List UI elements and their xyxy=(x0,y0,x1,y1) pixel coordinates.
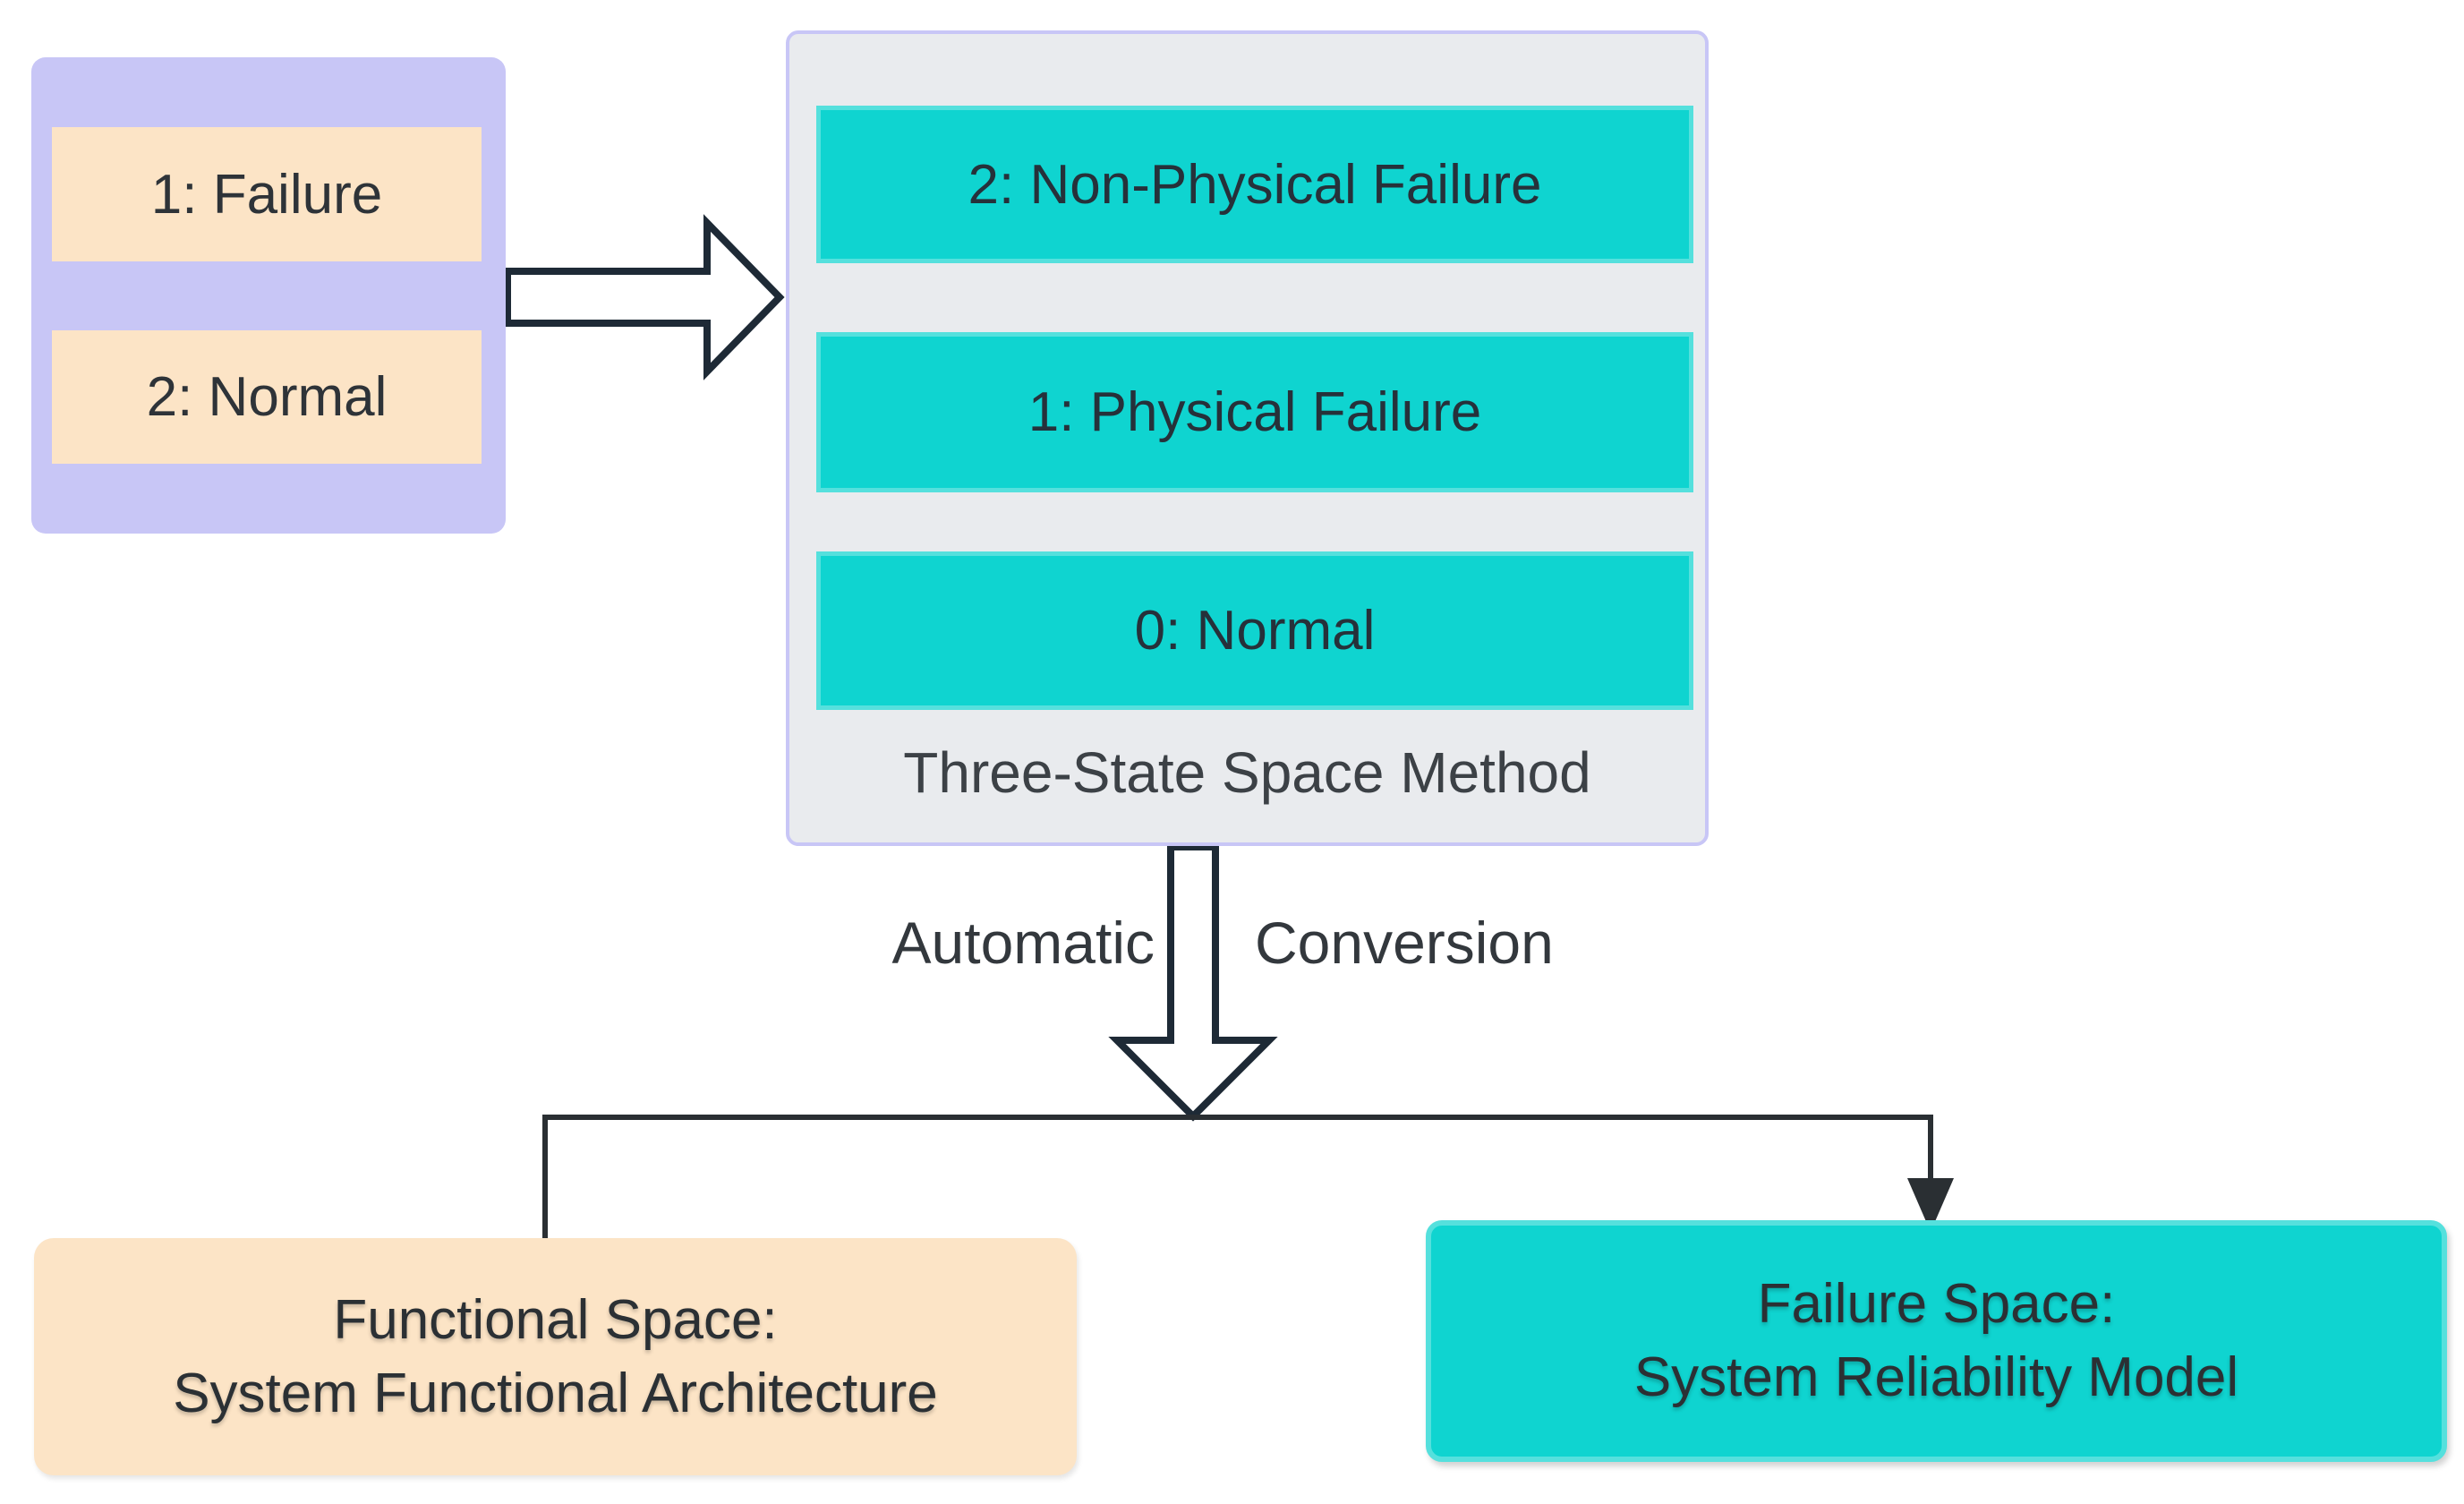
two-state-group: 1: Failure 2: Normal xyxy=(31,57,506,534)
branch-connector-line xyxy=(542,1115,1933,1240)
failure-space-line1: Failure Space: xyxy=(1757,1273,2116,1336)
state-normal-zero-label: 0: Normal xyxy=(1134,600,1376,662)
three-state-group: 2: Non-Physical Failure 1: Physical Fail… xyxy=(786,30,1709,846)
state-normal-label: 2: Normal xyxy=(146,366,388,428)
right-block-arrow-icon xyxy=(504,214,785,380)
functional-space-line1: Functional Space: xyxy=(333,1288,778,1351)
state-normal-box: 2: Normal xyxy=(52,330,482,464)
state-normal-zero-box: 0: Normal xyxy=(816,551,1693,710)
state-failure-label: 1: Failure xyxy=(150,163,383,226)
failure-space-box: Failure Space: System Reliability Model xyxy=(1426,1220,2447,1462)
failure-space-line2: System Reliability Model xyxy=(1633,1346,2239,1408)
state-physical-failure-label: 1: Physical Failure xyxy=(1027,381,1482,443)
automatic-label: Automatic xyxy=(891,910,1155,976)
state-physical-failure-box: 1: Physical Failure xyxy=(816,332,1693,492)
state-failure-box: 1: Failure xyxy=(52,127,482,261)
three-state-caption: Three-State Space Method xyxy=(903,740,1591,805)
state-nonphysical-failure-box: 2: Non-Physical Failure xyxy=(816,106,1693,263)
state-nonphysical-failure-label: 2: Non-Physical Failure xyxy=(968,153,1542,216)
conversion-label: Conversion xyxy=(1255,910,1554,976)
functional-space-line2: System Functional Architecture xyxy=(173,1362,938,1424)
down-block-arrow-icon xyxy=(1108,843,1278,1122)
functional-space-box: Functional Space: System Functional Arch… xyxy=(34,1238,1077,1475)
connector-arrowhead-icon xyxy=(1907,1178,1954,1232)
